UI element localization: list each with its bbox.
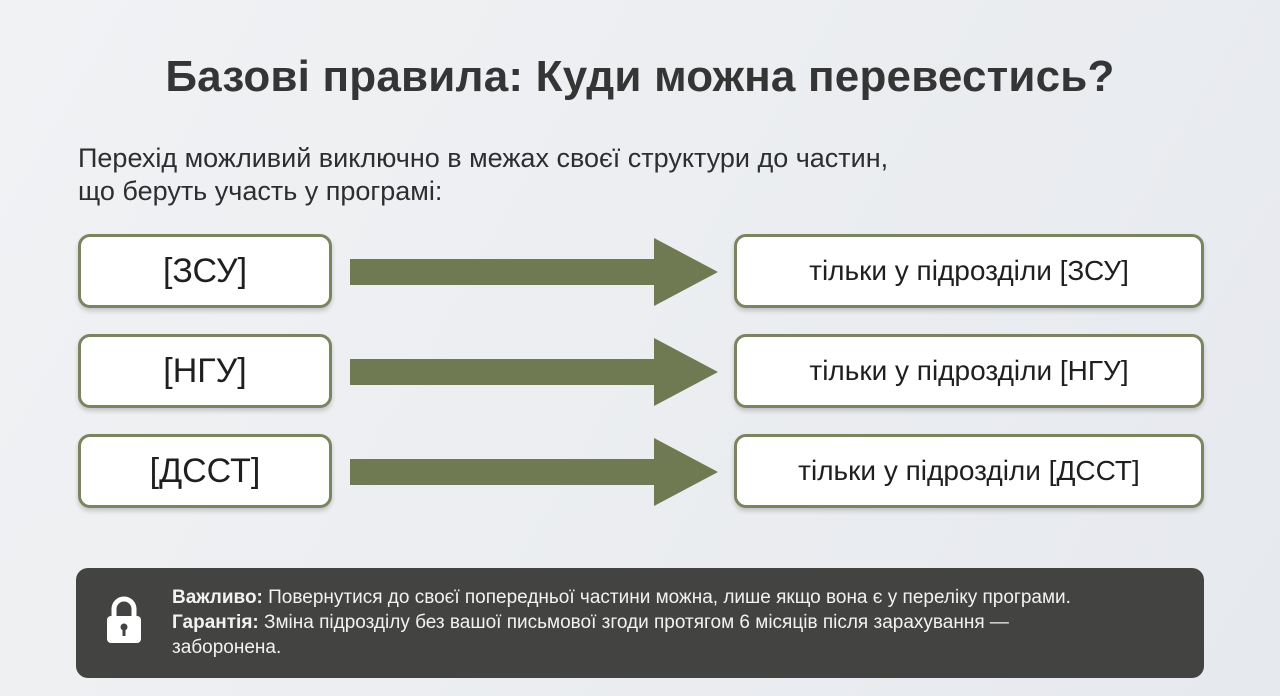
info-text: Важливо: Повернутися до своєї попередньо…: [172, 585, 1182, 660]
lock-icon: [107, 596, 141, 643]
page-title: Базові правила: Куди можна перевестись?: [165, 52, 1115, 101]
source-box-zsu: [ЗСУ]: [78, 234, 332, 308]
subtitle: Перехід можливий виключно в межах своєї …: [78, 142, 1178, 208]
source-box-dsst: [ДССТ]: [78, 434, 332, 508]
target-box-dsst: тільки у підрозділи [ДССТ]: [734, 434, 1204, 508]
subtitle-line-2: що беруть участь у програмі:: [78, 176, 443, 206]
rule-row-dsst: [ДССТ] тільки у підрозділи [ДССТ]: [0, 434, 1280, 514]
info-panel: Важливо: Повернутися до своєї попередньо…: [76, 568, 1204, 678]
guarantee-label: Гарантія:: [172, 612, 259, 633]
important-text: Повернутися до своєї попередньої частини…: [262, 587, 1071, 608]
important-line: Важливо: Повернутися до своєї попередньо…: [172, 585, 1182, 610]
important-label: Важливо:: [172, 587, 263, 608]
target-box-ngu: тільки у підрозділи [НГУ]: [734, 334, 1204, 408]
source-box-ngu: [НГУ]: [78, 334, 332, 408]
target-box-zsu: тільки у підрозділи [ЗСУ]: [734, 234, 1204, 308]
guarantee-line: Гарантія: Зміна підрозділу без вашої пис…: [172, 610, 1182, 635]
right-arrow-icon: [350, 338, 718, 406]
right-arrow-icon: [350, 238, 718, 306]
guarantee-line-cont: заборонена.: [172, 637, 282, 658]
rule-row-zsu: [ЗСУ] тільки у підрозділи [ЗСУ]: [0, 234, 1280, 314]
guarantee-text: Зміна підрозділу без вашої письмової зго…: [258, 612, 1009, 633]
rule-row-ngu: [НГУ] тільки у підрозділи [НГУ]: [0, 334, 1280, 414]
right-arrow-icon: [350, 438, 718, 506]
subtitle-line-1: Перехід можливий виключно в межах своєї …: [78, 143, 889, 173]
